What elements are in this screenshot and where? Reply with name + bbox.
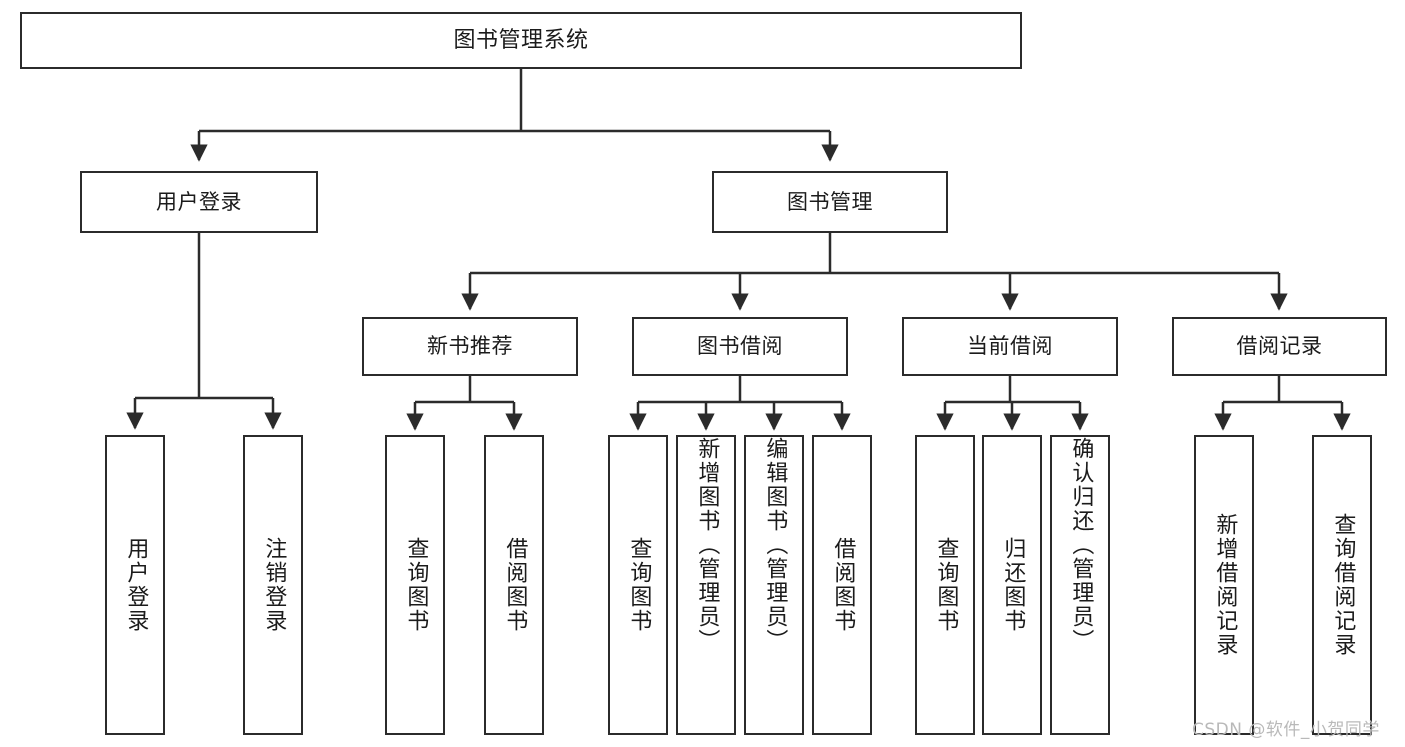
node-label: 用户登录	[156, 189, 242, 214]
leaf-current-borrow-return-book[interactable]: 归还图书	[982, 435, 1042, 735]
node-label: 图书管理	[787, 189, 873, 214]
node-label: 借阅图书	[502, 537, 528, 633]
leaf-user-login-logout[interactable]: 注销登录	[243, 435, 303, 735]
node-label: 查询图书	[403, 537, 429, 633]
node-root-book-management-system[interactable]: 图书管理系统	[20, 12, 1022, 69]
leaf-current-borrow-confirm-return[interactable]: 确认归还（管理员）	[1050, 435, 1110, 735]
leaf-current-borrow-query-book[interactable]: 查询图书	[915, 435, 975, 735]
node-label: 图书管理系统	[453, 27, 589, 53]
node-current-borrow[interactable]: 当前借阅	[902, 317, 1118, 376]
leaf-new-book-query-book[interactable]: 查询图书	[385, 435, 445, 735]
leaf-new-book-borrow-book[interactable]: 借阅图书	[484, 435, 544, 735]
node-label: 归还图书	[1000, 537, 1026, 633]
watermark-csdn: CSDN @软件_小贺同学	[1192, 720, 1380, 740]
leaf-user-login-login[interactable]: 用户登录	[105, 435, 165, 735]
node-label: 当前借阅	[967, 334, 1053, 359]
node-label: 注销登录	[261, 537, 287, 633]
node-book-management[interactable]: 图书管理	[712, 171, 948, 233]
node-user-login[interactable]: 用户登录	[80, 171, 318, 233]
leaf-borrow-record-add-record[interactable]: 新增借阅记录	[1194, 435, 1254, 735]
node-label: 查询图书	[933, 537, 959, 633]
node-label: 用户登录	[123, 537, 149, 633]
node-label: 查询图书	[626, 537, 652, 633]
leaf-book-borrow-borrow-book[interactable]: 借阅图书	[812, 435, 872, 735]
node-label: 新增图书（管理员）	[694, 437, 720, 653]
node-label: 查询借阅记录	[1330, 513, 1356, 657]
node-label: 新增借阅记录	[1212, 513, 1238, 657]
node-label: 图书借阅	[697, 334, 783, 359]
node-label: 借阅图书	[830, 537, 856, 633]
node-new-book-recommendation[interactable]: 新书推荐	[362, 317, 578, 376]
leaf-borrow-record-query-record[interactable]: 查询借阅记录	[1312, 435, 1372, 735]
node-label: 确认归还（管理员）	[1068, 437, 1094, 653]
node-label: 新书推荐	[427, 334, 513, 359]
node-borrow-record[interactable]: 借阅记录	[1172, 317, 1387, 376]
leaf-book-borrow-edit-book[interactable]: 编辑图书（管理员）	[744, 435, 804, 735]
node-label: 编辑图书（管理员）	[762, 437, 788, 653]
node-label: 借阅记录	[1236, 334, 1323, 359]
node-book-borrow[interactable]: 图书借阅	[632, 317, 848, 376]
leaf-book-borrow-query-book[interactable]: 查询图书	[608, 435, 668, 735]
leaf-book-borrow-add-book[interactable]: 新增图书（管理员）	[676, 435, 736, 735]
